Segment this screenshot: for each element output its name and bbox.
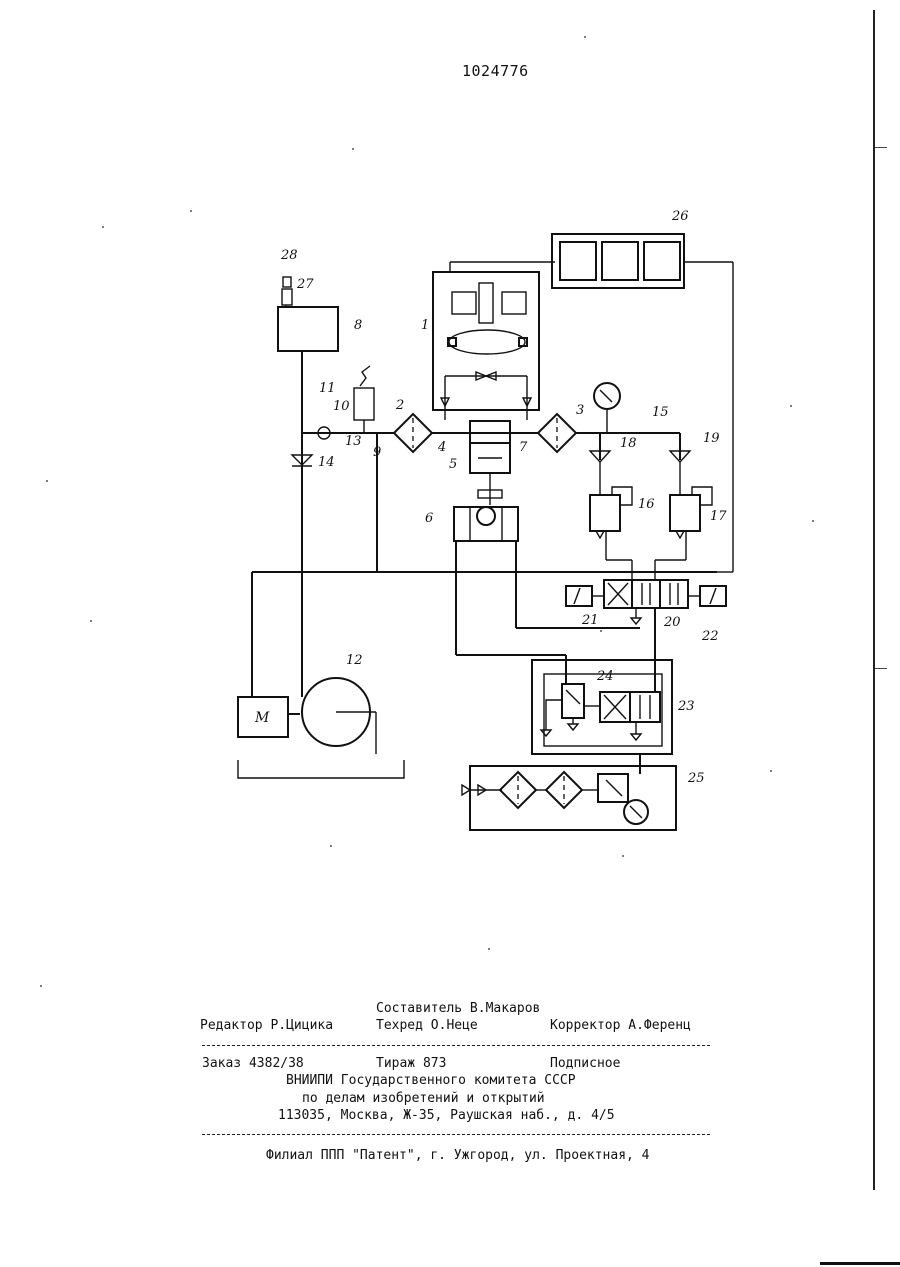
- label-20: 20: [663, 615, 681, 630]
- label-9: 9: [373, 445, 381, 460]
- label-19: 19: [703, 431, 720, 446]
- separator-rule: [202, 1045, 710, 1046]
- order-line: Заказ 4382/38: [202, 1056, 304, 1071]
- affairs-line: по делам изобретений и открытий: [302, 1091, 545, 1106]
- label-16: 16: [638, 497, 655, 512]
- institute-line: ВНИИПИ Государственного комитета СССР: [286, 1073, 576, 1088]
- relief-valve-10: [354, 388, 374, 420]
- label-27: 27: [296, 277, 314, 292]
- device-27: [282, 289, 292, 305]
- bottom-bar: [820, 1262, 900, 1265]
- label-5: 5: [449, 457, 457, 472]
- valve-24: [562, 684, 584, 718]
- pressure-valve-17: [670, 495, 700, 531]
- label-13: 13: [345, 434, 362, 449]
- label-24: 24: [596, 669, 614, 684]
- label-11: 11: [319, 381, 336, 396]
- circulation-line: Тираж 873: [376, 1056, 446, 1071]
- hydraulic-schematic: 28 27 8 11 10 13 14 9 2 1 4 5 7 6 3 15 1…: [0, 0, 900, 900]
- pressure-valve-16: [590, 495, 620, 531]
- label-18: 18: [620, 436, 637, 451]
- label-25: 25: [687, 771, 705, 786]
- label-6: 6: [425, 511, 433, 526]
- tank-8: [278, 307, 338, 351]
- motor-label: M: [254, 710, 270, 726]
- label-21: 21: [581, 613, 599, 628]
- label-14: 14: [318, 455, 335, 470]
- label-23: 23: [677, 699, 695, 714]
- subscription-line: Подписное: [550, 1056, 620, 1071]
- directional-valve-20: [604, 580, 688, 608]
- tank-outline: [238, 760, 404, 778]
- label-15: 15: [652, 405, 669, 420]
- pressure-gauge: [594, 383, 620, 409]
- separator-rule: [202, 1134, 710, 1135]
- label-2: 2: [395, 398, 404, 413]
- label-3: 3: [576, 403, 584, 418]
- label-26: 26: [671, 209, 689, 224]
- techred-line: Техред О.Неце: [376, 1018, 478, 1033]
- branch-line: Филиал ППП "Патент", г. Ужгород, ул. Про…: [266, 1148, 650, 1163]
- compiler-line: Составитель В.Макаров: [376, 1001, 540, 1016]
- scan-speck: [488, 948, 490, 950]
- label-22: 22: [701, 629, 719, 644]
- label-17: 17: [710, 509, 727, 524]
- corrector-line: Корректор А.Ференц: [550, 1018, 691, 1033]
- label-28: 28: [280, 248, 298, 263]
- label-4: 4: [437, 440, 446, 455]
- label-7: 7: [519, 440, 528, 455]
- address-line: 113035, Москва, Ж-35, Раушская наб., д. …: [278, 1108, 615, 1123]
- scan-speck: [40, 985, 42, 987]
- label-1: 1: [421, 318, 429, 333]
- label-10: 10: [333, 399, 350, 414]
- device-28: [283, 277, 291, 287]
- label-8: 8: [354, 318, 362, 333]
- editor-line: Редактор Р.Цицика: [200, 1018, 333, 1033]
- label-12: 12: [346, 653, 363, 668]
